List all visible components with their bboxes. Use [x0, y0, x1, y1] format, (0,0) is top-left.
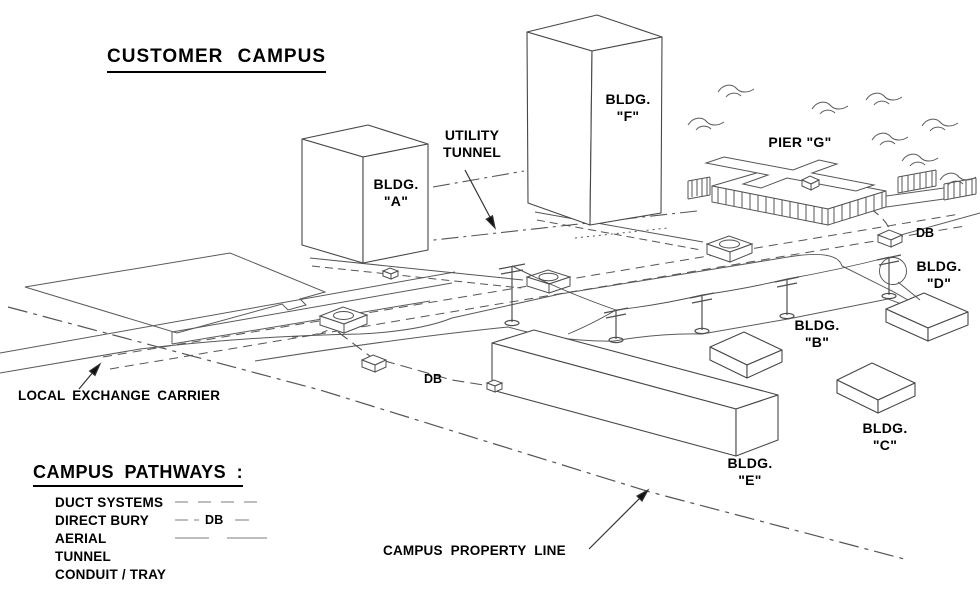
riser-detail-circle — [879, 257, 907, 285]
legend-item-label: TUNNEL — [55, 548, 111, 564]
legend-item-label: AERIAL — [55, 530, 107, 546]
legend-item-conduit-tray: CONDUIT / TRAY — [55, 565, 333, 583]
building-d-label: BLDG. "D" — [916, 258, 962, 291]
pier-g — [687, 156, 977, 226]
utility-pole-4 — [774, 276, 800, 320]
building-e — [491, 329, 779, 457]
legend-item-label: DUCT SYSTEMS — [55, 494, 164, 510]
building-d — [885, 292, 969, 342]
building-c — [836, 362, 916, 414]
parking-lot-outline — [24, 252, 327, 334]
duct-system-lines — [102, 211, 966, 370]
legend-item-aerial: AERIAL — [55, 529, 333, 547]
handhole-3 — [381, 267, 400, 280]
building-a-label: BLDG. "A" — [373, 176, 419, 209]
legend-item-direct-bury: DIRECT BURY DB — [55, 511, 333, 529]
legend-db-label: DB — [205, 513, 224, 527]
roads — [0, 187, 980, 374]
building-c-label: BLDG. "C" — [862, 420, 908, 453]
manhole-3 — [705, 235, 754, 263]
handhole-1 — [360, 354, 388, 373]
buildings — [301, 14, 969, 457]
legend-sample-aerial — [173, 533, 269, 543]
local-exchange-carrier-arrow — [78, 362, 102, 390]
building-e-label: BLDG. "E" — [727, 455, 773, 488]
building-f — [526, 14, 663, 226]
pier-deck-cross — [704, 156, 876, 192]
manhole-1 — [318, 306, 369, 334]
building-b — [709, 331, 783, 379]
handhole-2 — [876, 229, 904, 248]
building-a — [301, 124, 429, 264]
local-exchange-carrier-label: LOCAL EXCHANGE CARRIER — [18, 388, 221, 403]
legend-sample-duct — [173, 497, 269, 507]
utility-pole-2 — [603, 307, 629, 344]
legend-sample-direct-bury: DB — [173, 513, 251, 527]
manholes — [318, 175, 904, 393]
utility-tunnel-label: UTILITY TUNNEL — [443, 127, 501, 160]
pier-pedestal — [800, 175, 821, 191]
water — [687, 84, 977, 186]
utility-tunnel-arrow — [464, 169, 496, 230]
direct-bury-marker-center: DB — [424, 372, 443, 386]
utility-tunnel-lines — [351, 170, 698, 250]
campus-property-line-label: CAMPUS PROPERTY LINE — [383, 543, 566, 558]
building-f-label: BLDG. "F" — [605, 91, 651, 124]
legend-item-tunnel: TUNNEL — [55, 547, 333, 565]
utility-pole-3 — [689, 292, 715, 335]
aerial-wires — [511, 256, 921, 335]
pier-g-label: PIER "G" — [768, 134, 832, 150]
building-b-label: BLDG. "B" — [794, 317, 840, 350]
aerial-plant — [498, 254, 921, 344]
riser-box-bldg-e — [485, 379, 504, 393]
annotation-arrows — [78, 169, 650, 550]
utility-pole-1 — [498, 263, 526, 327]
manhole-2 — [525, 269, 572, 294]
legend-item-label: CONDUIT / TRAY — [55, 566, 167, 582]
legend-item-duct-systems: DUCT SYSTEMS — [55, 493, 333, 511]
campus-property-line-arrow — [588, 488, 650, 550]
direct-bury-marker-pier: DB — [916, 226, 935, 240]
legend: CAMPUS PATHWAYS : DUCT SYSTEMS DIRECT BU… — [33, 462, 333, 583]
legend-title: CAMPUS PATHWAYS : — [33, 462, 244, 487]
page-title: CUSTOMER CAMPUS — [107, 46, 326, 73]
legend-item-label: DIRECT BURY — [55, 512, 149, 528]
campus-property-line — [7, 306, 909, 561]
